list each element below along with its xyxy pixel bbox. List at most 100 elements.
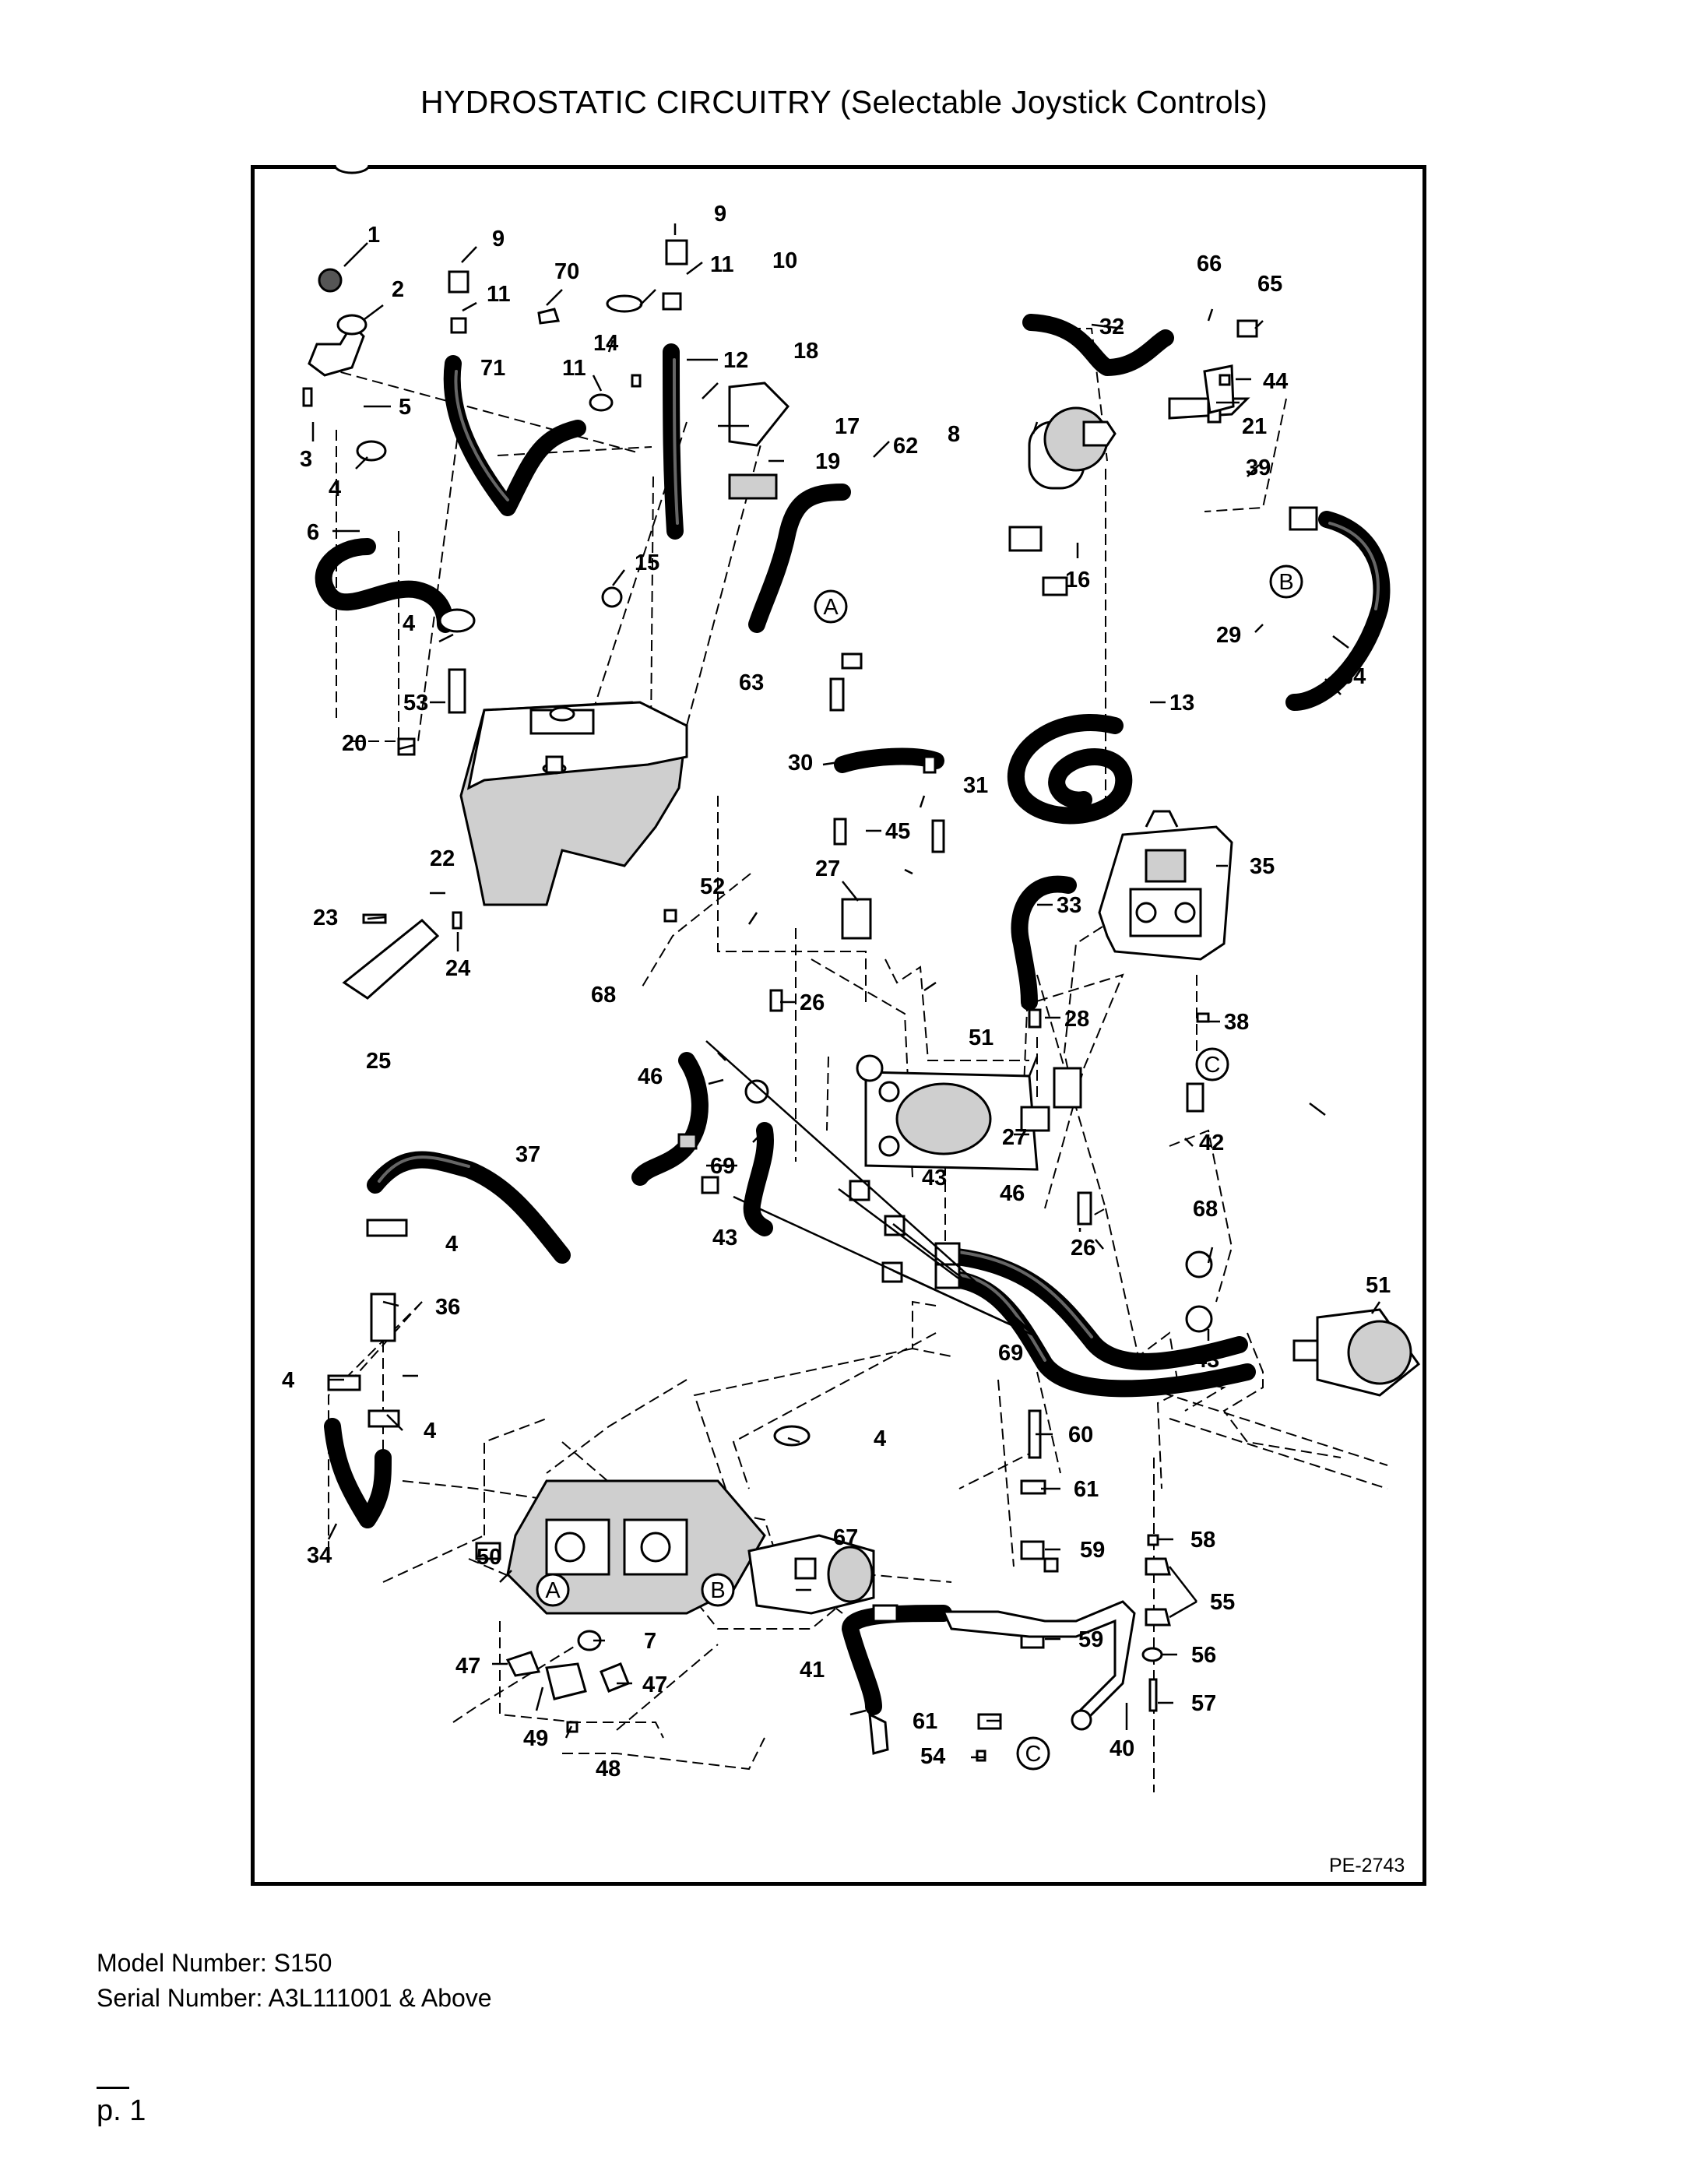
- callout-31: 31: [963, 773, 988, 798]
- callout-5: 5: [399, 395, 411, 420]
- callout-29: 29: [1216, 623, 1241, 648]
- svg-text:C: C: [1025, 1742, 1042, 1767]
- callout-58: 58: [1190, 1528, 1215, 1553]
- callout-67: 67: [833, 1525, 858, 1550]
- callout-34: 34: [307, 1543, 332, 1568]
- callout-59a: 59: [1080, 1538, 1105, 1563]
- callout-68b: 68: [1193, 1197, 1218, 1222]
- hose-69-lower: [935, 1270, 1256, 1398]
- model-number: Model Number: S150: [97, 1949, 332, 1977]
- callout-8: 8: [948, 422, 960, 447]
- callout-1: 1: [367, 223, 380, 248]
- callout-13: 13: [1169, 691, 1194, 716]
- hoses: [315, 314, 1391, 1715]
- callout-41: 41: [800, 1658, 825, 1683]
- control-valve: [1098, 810, 1233, 961]
- callout-65: 65: [1257, 272, 1282, 297]
- callout-3: 3: [300, 447, 312, 472]
- drive-motor-upper: [864, 1071, 1050, 1171]
- hydraulic-reservoir: [459, 701, 688, 906]
- page-rule: [97, 2087, 129, 2089]
- callout-43b: 43: [712, 1226, 737, 1250]
- callout-14: 14: [593, 331, 618, 356]
- callout-59b: 59: [1078, 1627, 1103, 1652]
- callout-49: 49: [523, 1726, 548, 1751]
- connector-marker-c-upper: C: [1195, 1047, 1229, 1081]
- callout-20: 20: [342, 731, 367, 756]
- filter-assembly: [1028, 364, 1250, 490]
- svg-text:B: B: [1278, 570, 1293, 595]
- callout-28: 28: [1064, 1007, 1089, 1032]
- callout-11a: 11: [487, 282, 511, 307]
- callout-4d: 4: [282, 1368, 294, 1393]
- callout-12: 12: [723, 348, 748, 373]
- small-parts: [302, 165, 1318, 1762]
- callout-63: 63: [739, 670, 764, 695]
- callout-45: 45: [885, 819, 910, 844]
- callout-69b: 69: [998, 1341, 1023, 1366]
- callout-51b: 51: [1366, 1273, 1391, 1298]
- connector-marker-a-lower: A: [536, 1573, 570, 1607]
- callout-19: 19: [815, 449, 840, 474]
- callout-15: 15: [635, 550, 659, 575]
- svg-text:B: B: [710, 1578, 725, 1603]
- hose-64: [1285, 511, 1391, 711]
- hose-62: [748, 484, 851, 633]
- callout-27b: 27: [1002, 1125, 1027, 1150]
- connector-marker-c-lower: C: [1016, 1736, 1050, 1771]
- hose-highlights: [378, 358, 1380, 1362]
- drawing-number: PE-2743: [1329, 1855, 1405, 1876]
- callout-43c: 43: [1194, 1348, 1219, 1373]
- callout-68a: 68: [591, 983, 616, 1008]
- callout-36: 36: [435, 1295, 460, 1320]
- hose-71: [443, 355, 586, 516]
- callout-21: 21: [1242, 414, 1267, 439]
- callout-53: 53: [403, 691, 428, 716]
- leader-lines: [311, 223, 1381, 1759]
- callout-62: 62: [893, 434, 918, 459]
- hose-12: [663, 343, 684, 540]
- callout-23: 23: [313, 906, 338, 930]
- callout-56: 56: [1191, 1643, 1216, 1668]
- callout-46a: 46: [638, 1064, 663, 1089]
- callout-47b: 47: [642, 1672, 667, 1697]
- callout-66: 66: [1197, 251, 1222, 276]
- callout-16: 16: [1065, 568, 1090, 593]
- callout-26b: 26: [1071, 1236, 1095, 1261]
- callout-48: 48: [596, 1757, 621, 1781]
- hose-13: [1008, 714, 1133, 825]
- hose-46-lower: [935, 1247, 1248, 1370]
- callout-69a: 69: [710, 1154, 735, 1179]
- callout-33: 33: [1057, 893, 1081, 918]
- callout-44: 44: [1263, 369, 1288, 394]
- callout-30: 30: [788, 751, 813, 775]
- callout-9b: 9: [714, 202, 726, 227]
- callout-9a: 9: [492, 227, 505, 251]
- callout-42: 42: [1199, 1131, 1224, 1155]
- hose-69-upper: [743, 1122, 774, 1236]
- callout-27a: 27: [815, 856, 840, 881]
- drive-motor-lower: [1292, 1308, 1421, 1397]
- callout-57: 57: [1191, 1691, 1216, 1716]
- callout-4c: 4: [445, 1232, 458, 1257]
- callout-38: 38: [1224, 1010, 1249, 1035]
- callout-40: 40: [1110, 1736, 1134, 1761]
- callout-7: 7: [644, 1629, 656, 1654]
- callout-22: 22: [430, 846, 455, 871]
- callout-54: 54: [920, 1744, 945, 1769]
- callout-10: 10: [772, 248, 797, 273]
- gear-pump: [747, 1534, 875, 1615]
- page-title: HYDROSTATIC CIRCUITRY (Selectable Joysti…: [420, 84, 1268, 120]
- hose-34: [324, 1418, 392, 1528]
- callout-11b: 11: [710, 252, 734, 277]
- callout-61b: 61: [913, 1709, 937, 1734]
- callout-18: 18: [793, 339, 818, 364]
- hose-37: [367, 1151, 571, 1264]
- svg-text:A: A: [823, 595, 839, 620]
- callout-47a: 47: [455, 1654, 480, 1679]
- callout-46b: 46: [1000, 1181, 1025, 1206]
- diagram-frame: [251, 165, 1426, 1886]
- callout-35: 35: [1250, 854, 1275, 879]
- svg-text:C: C: [1204, 1053, 1221, 1078]
- callout-26a: 26: [800, 990, 825, 1015]
